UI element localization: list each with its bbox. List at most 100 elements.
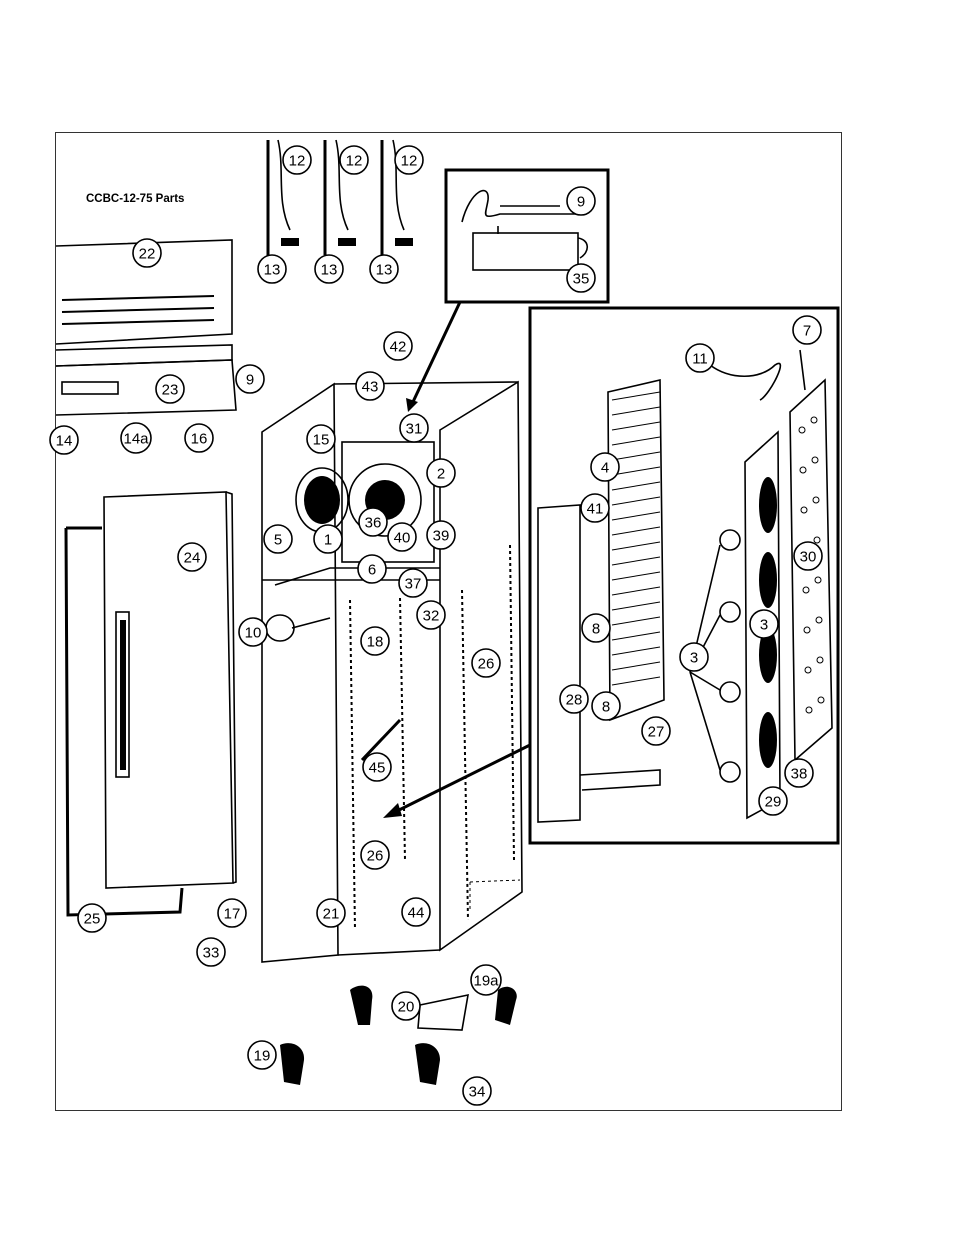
callout-42: 42 — [384, 332, 412, 360]
callout-4: 4 — [591, 453, 619, 481]
callout-12: 12 — [395, 146, 423, 174]
callout-20: 20 — [392, 992, 420, 1020]
callout-label: 12 — [289, 153, 306, 170]
callout-label: 19a — [473, 973, 499, 990]
callout-35: 35 — [567, 264, 595, 292]
callout-label: 38 — [791, 766, 808, 783]
callout-label: 42 — [390, 339, 407, 356]
callout-5: 5 — [264, 525, 292, 553]
callout-label: 2 — [437, 466, 445, 483]
callout-41: 41 — [581, 494, 609, 522]
callout-label: 15 — [313, 432, 330, 449]
callout-17: 17 — [218, 899, 246, 927]
callout-label: 16 — [191, 431, 208, 448]
callout-label: 21 — [323, 906, 340, 923]
callout-1: 1 — [314, 525, 342, 553]
callout-26: 26 — [472, 649, 500, 677]
callout-label: 32 — [423, 608, 440, 625]
callout-14a: 14a — [121, 423, 151, 453]
inset2-pointer-arrow — [395, 745, 530, 812]
callout-label: 25 — [84, 911, 101, 928]
callout-12: 12 — [340, 146, 368, 174]
callout-label: 9 — [577, 194, 585, 211]
callout-label: 6 — [368, 562, 376, 579]
callout-33: 33 — [197, 938, 225, 966]
callout-19a: 19a — [471, 965, 501, 995]
callout-38: 38 — [785, 759, 813, 787]
callout-3: 3 — [680, 643, 708, 671]
callout-label: 26 — [367, 848, 384, 865]
diagram-title: CCBC-12-75 Parts — [86, 193, 184, 205]
callout-label: 12 — [346, 153, 363, 170]
callout-label: 17 — [224, 906, 241, 923]
callout-13: 13 — [315, 255, 343, 283]
callout-15: 15 — [307, 425, 335, 453]
callout-label: 39 — [433, 528, 450, 545]
callout-9: 9 — [236, 365, 264, 393]
callout-label: 14 — [56, 433, 73, 450]
callout-30: 30 — [794, 542, 822, 570]
callout-34: 34 — [463, 1077, 491, 1105]
callout-27: 27 — [642, 717, 670, 745]
callout-label: 40 — [394, 530, 411, 547]
callout-10: 10 — [239, 618, 267, 646]
callout-label: 36 — [365, 515, 382, 532]
callout-label: 4 — [601, 460, 609, 477]
callout-8: 8 — [582, 614, 610, 642]
callout-21: 21 — [317, 899, 345, 927]
callout-label: 33 — [203, 945, 220, 962]
callout-label: 14a — [123, 431, 149, 448]
callout-40: 40 — [388, 523, 416, 551]
callout-label: 23 — [162, 382, 179, 399]
callout-label: 13 — [321, 262, 338, 279]
callout-label: 19 — [254, 1048, 271, 1065]
callout-32: 32 — [417, 601, 445, 629]
callout-19: 19 — [248, 1041, 276, 1069]
callout-9: 9 — [567, 187, 595, 215]
callout-28: 28 — [560, 685, 588, 713]
callout-label: 28 — [566, 692, 583, 709]
callout-39: 39 — [427, 521, 455, 549]
callout-7: 7 — [793, 316, 821, 344]
callout-label: 43 — [362, 379, 379, 396]
callout-16: 16 — [185, 424, 213, 452]
callout-label: 8 — [602, 699, 610, 716]
callout-label: 45 — [369, 760, 386, 777]
callout-label: 35 — [573, 271, 590, 288]
callout-label: 13 — [376, 262, 393, 279]
callout-label: 1 — [324, 532, 332, 549]
callout-label: 41 — [587, 501, 604, 518]
callout-45: 45 — [363, 753, 391, 781]
callout-13: 13 — [258, 255, 286, 283]
callout-44: 44 — [402, 898, 430, 926]
callout-24: 24 — [178, 543, 206, 571]
callout-37: 37 — [399, 569, 427, 597]
callout-label: 9 — [246, 372, 254, 389]
callout-label: 10 — [245, 625, 262, 642]
callout-13: 13 — [370, 255, 398, 283]
callout-label: 8 — [592, 621, 600, 638]
callout-18: 18 — [361, 627, 389, 655]
callout-label: 24 — [184, 550, 201, 567]
callout-23: 23 — [156, 375, 184, 403]
callout-label: 22 — [139, 246, 156, 263]
callout-29: 29 — [759, 787, 787, 815]
callout-label: 20 — [398, 999, 415, 1016]
callout-label: 26 — [478, 656, 495, 673]
callout-43: 43 — [356, 372, 384, 400]
callout-25: 25 — [78, 904, 106, 932]
callout-22: 22 — [133, 239, 161, 267]
callout-label: 27 — [648, 724, 665, 741]
inset1-pointer-arrow — [412, 302, 460, 404]
callout-label: 31 — [406, 421, 423, 438]
callout-label: 3 — [760, 617, 768, 634]
callout-label: 5 — [274, 532, 282, 549]
callout-31: 31 — [400, 414, 428, 442]
callout-label: 12 — [401, 153, 418, 170]
callout-label: 34 — [469, 1084, 486, 1101]
callout-14: 14 — [50, 426, 78, 454]
callout-label: 37 — [405, 576, 422, 593]
callout-11: 11 — [686, 344, 714, 372]
callout-6: 6 — [358, 555, 386, 583]
